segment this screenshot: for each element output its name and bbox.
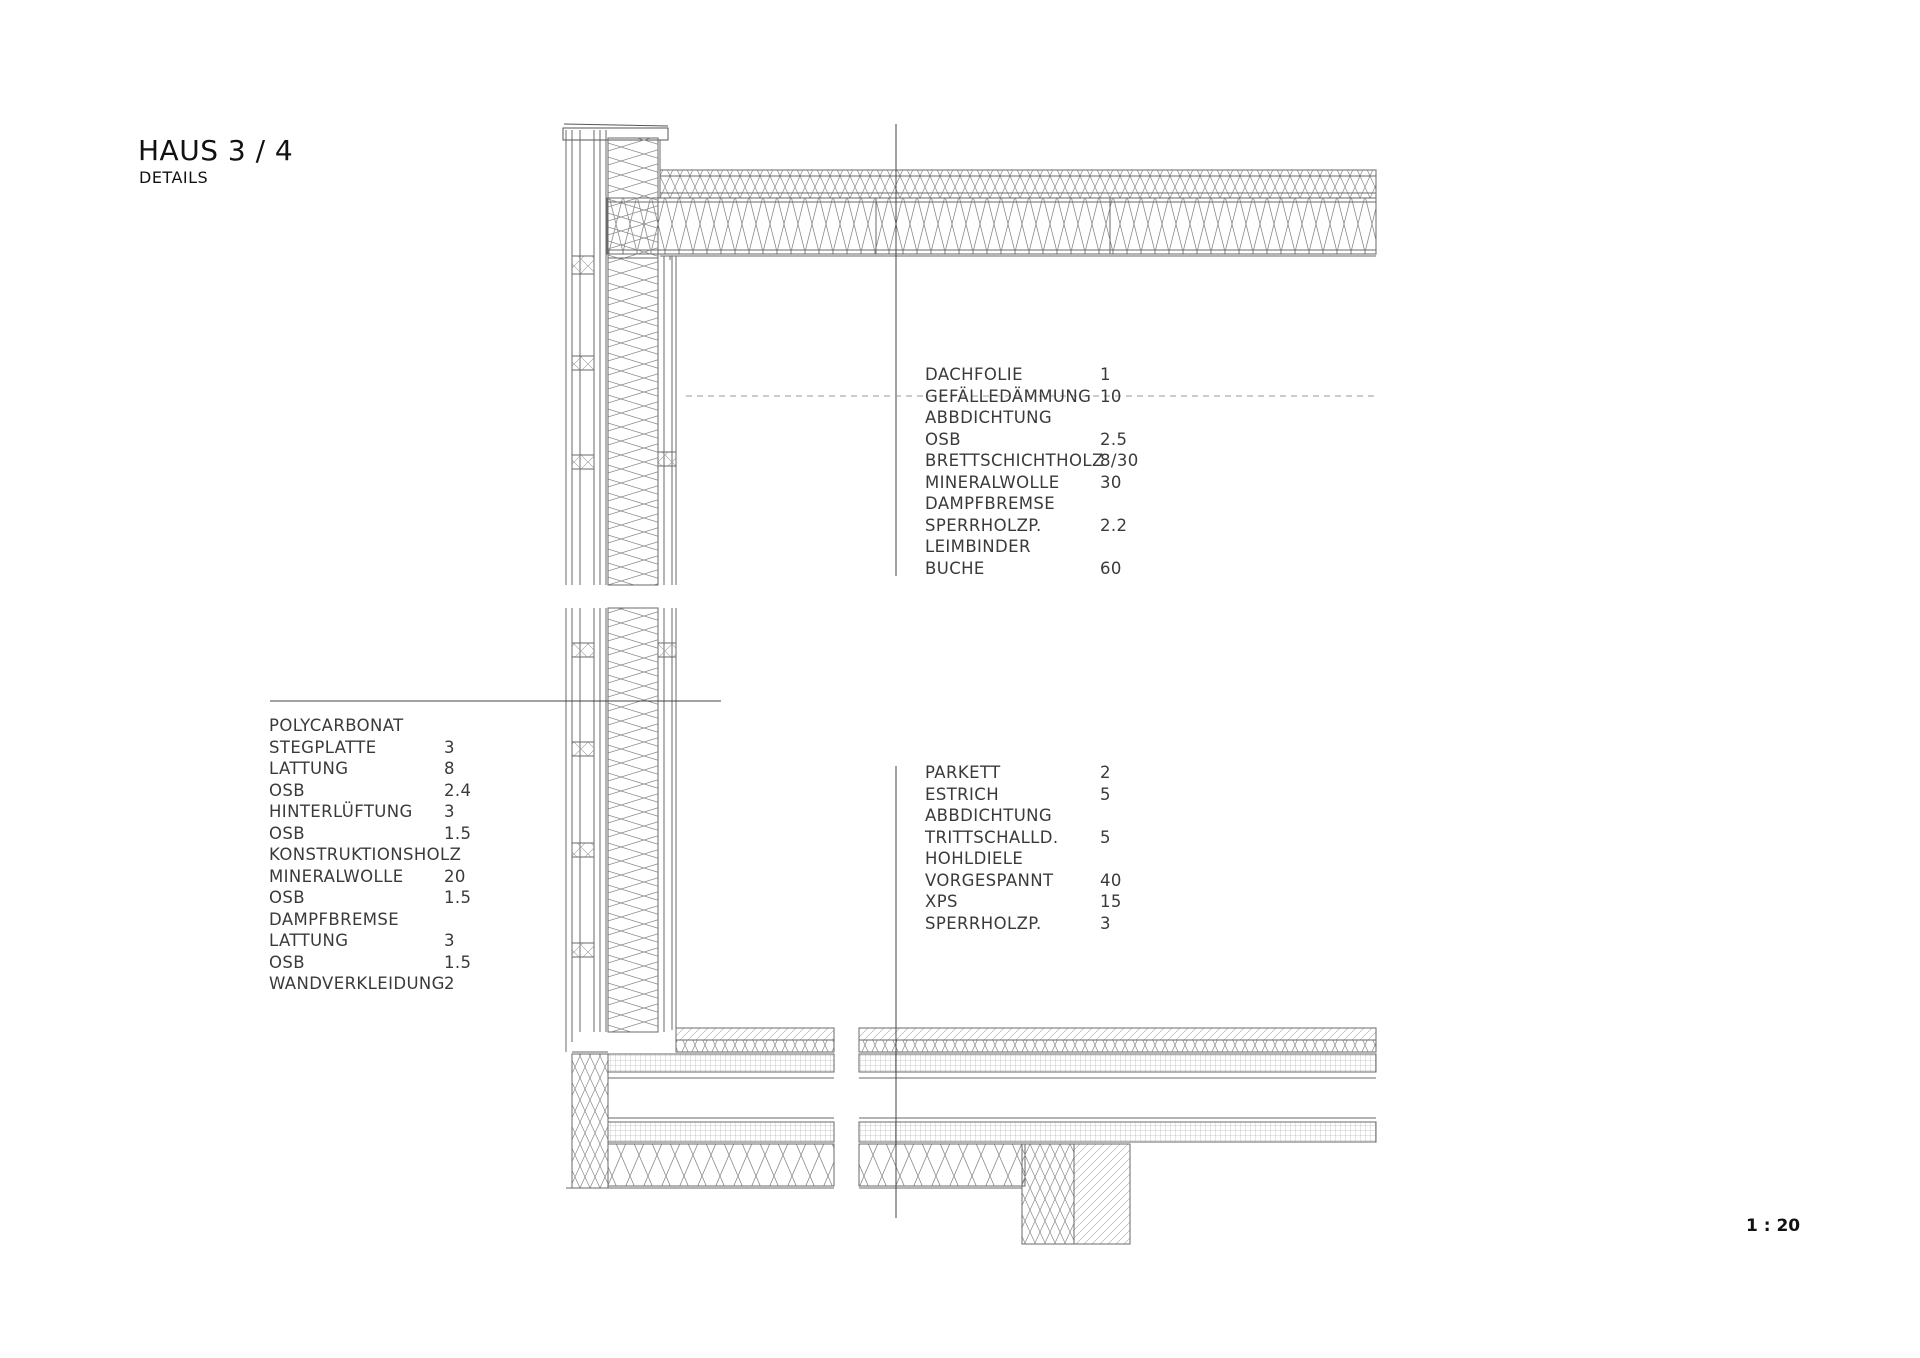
- layer-name: MINERALWOLLE: [269, 866, 404, 886]
- layer-thickness: 1.5: [444, 952, 472, 972]
- layer-thickness: 40: [1100, 870, 1122, 890]
- layer-name: DAMPFBREMSE: [925, 494, 1056, 513]
- layer-name: BUCHE: [925, 558, 985, 578]
- scale-label: 1 : 20: [1746, 1216, 1801, 1236]
- layer-thickness: 1.5: [444, 888, 472, 907]
- layer-name: DAMPFBREMSE: [269, 909, 400, 929]
- layer-thickness: 3: [1100, 913, 1111, 933]
- layer-name: LATTUNG: [269, 759, 349, 778]
- layer-thickness: 3: [444, 802, 455, 821]
- layer-name: XPS: [925, 892, 958, 911]
- layer-name: GEFÄLLEDÄMMUNG: [925, 386, 1092, 406]
- layer-thickness: 2.4: [444, 780, 472, 800]
- layer-thickness: 8: [444, 759, 455, 778]
- layer-name: OSB: [269, 780, 305, 800]
- layer-name: SPERRHOLZP.: [925, 515, 1042, 535]
- layer-name: TRITTSCHALLD.: [925, 827, 1059, 847]
- layer-name: POLYCARBONAT: [269, 716, 404, 735]
- layer-name: OSB: [269, 888, 305, 907]
- layer-thickness: 10: [1100, 386, 1122, 406]
- layer-thickness: 1: [1100, 365, 1111, 384]
- layer-name: SPERRHOLZP.: [925, 913, 1042, 933]
- layer-name: LATTUNG: [269, 931, 349, 950]
- layer-name: ABBDICHTUNG: [925, 408, 1053, 427]
- layer-thickness: 5: [1100, 827, 1111, 847]
- layer-thickness: 1.5: [444, 823, 472, 843]
- layer-thickness: 2: [444, 974, 455, 993]
- layer-name: STEGPLATTE: [269, 737, 377, 757]
- layer-thickness: 2: [1100, 763, 1111, 782]
- layer-name: DACHFOLIE: [925, 365, 1023, 384]
- layer-name: HOHLDIELE: [925, 849, 1024, 868]
- layer-name: WANDVERKLEIDUNG: [269, 974, 445, 993]
- floor-section: [566, 1027, 1377, 1245]
- layer-thickness: 30: [1100, 472, 1122, 492]
- layer-name: KONSTRUKTIONSHOLZ: [269, 845, 462, 864]
- layer-thickness: 3: [444, 931, 455, 950]
- page-subtitle: DETAILS: [139, 168, 209, 187]
- layer-thickness: 2.2: [1100, 515, 1128, 535]
- layer-name: PARKETT: [925, 763, 1001, 782]
- layer-name: OSB: [925, 429, 961, 449]
- layer-name: LEIMBINDER: [925, 537, 1031, 556]
- layer-name: HINTERLÜFTUNG: [269, 802, 413, 821]
- layer-thickness: 3: [444, 737, 455, 757]
- layer-thickness: 8/30: [1100, 451, 1139, 470]
- layer-thickness: 2.5: [1100, 429, 1128, 449]
- layer-name: ABBDICHTUNG: [925, 806, 1053, 825]
- roof-section: [562, 123, 1377, 260]
- layer-thickness: 60: [1100, 558, 1122, 578]
- leader-lines: [270, 124, 1374, 1218]
- page-title: HAUS 3 / 4: [138, 134, 294, 167]
- layer-name: MINERALWOLLE: [925, 472, 1060, 492]
- layer-name: VORGESPANNT: [925, 870, 1054, 890]
- layer-thickness: 5: [1100, 784, 1111, 804]
- wall-section: [565, 130, 677, 1052]
- layer-name: BRETTSCHICHTHOLZ: [925, 451, 1104, 470]
- layer-name: OSB: [269, 823, 305, 843]
- layer-thickness: 15: [1100, 892, 1122, 911]
- layer-name: OSB: [269, 952, 305, 972]
- layer-name: ESTRICH: [925, 784, 1000, 804]
- layer-thickness: 20: [444, 866, 466, 886]
